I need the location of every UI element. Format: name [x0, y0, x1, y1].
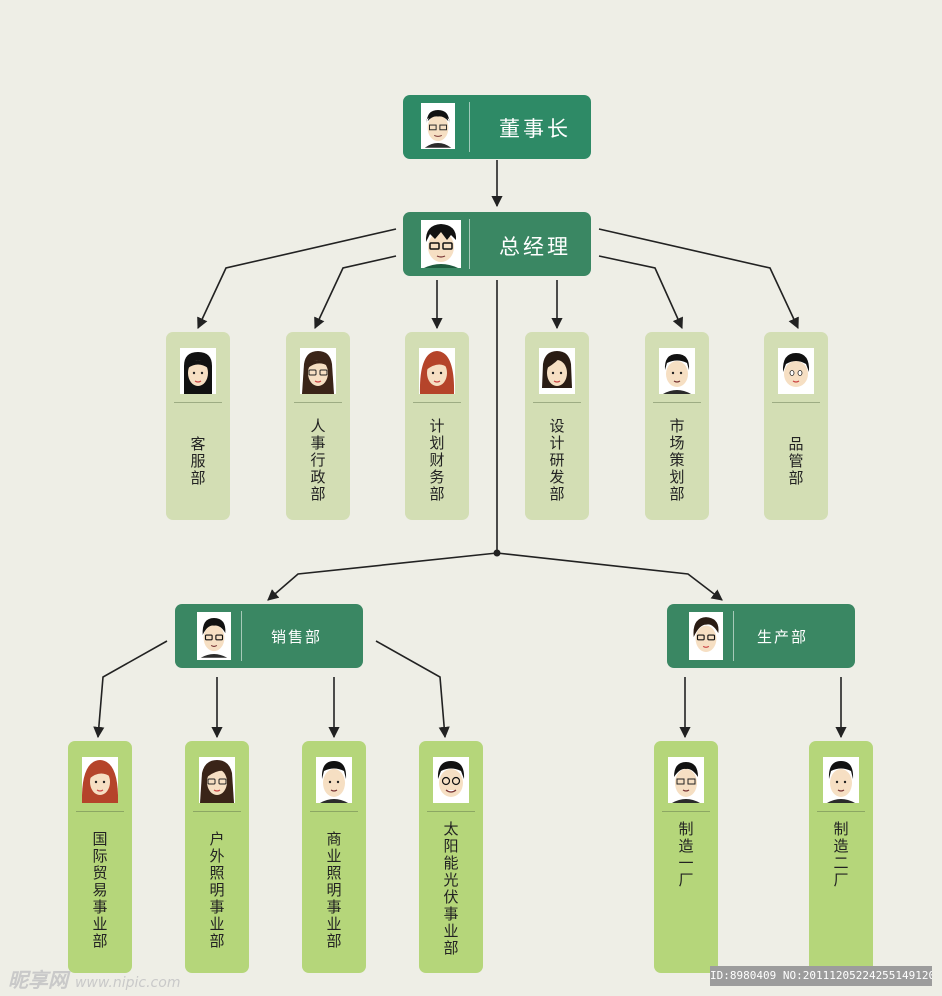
separator: [76, 811, 124, 812]
customer-service-avatar: [180, 348, 216, 394]
sales-box: 销售部: [175, 604, 363, 668]
hr-admin-avatar: [300, 348, 336, 394]
separator: [662, 811, 710, 812]
junction-dot: [493, 549, 501, 557]
general-manager-avatar: [421, 220, 461, 268]
dept-label-design-rd: 设 计 研 发 部: [549, 417, 565, 503]
factory-2-avatar: [823, 757, 859, 803]
arrow-sales-to-solar: [375, 640, 450, 739]
dept-card-planning-finance: 计 划 财 务 部: [405, 332, 469, 520]
unit-label-outdoor-lighting: 户 外 照 明 事 业 部: [209, 830, 225, 950]
unit-label-international-trade: 国 际 贸 易 事 业 部: [92, 830, 108, 950]
production-divider: [733, 611, 734, 661]
planning-finance-avatar: [419, 348, 455, 394]
chairman-title: 董事长: [499, 117, 571, 141]
general-manager-title: 总经理: [499, 235, 571, 259]
general-manager-box: 总经理: [403, 212, 591, 276]
production-title: 生产部: [757, 628, 809, 646]
watermark-brand: 昵享网 www.nipic.com: [8, 964, 180, 993]
watermark-url: www.nipic.com: [74, 975, 181, 991]
chairman-avatar: [421, 103, 455, 149]
arrow-gm-to-customer-service: [197, 228, 397, 330]
dept-card-quality-control: 品 管 部: [764, 332, 828, 520]
international-trade-avatar: [82, 757, 118, 803]
dept-card-hr-admin: 人 事 行 政 部: [286, 332, 350, 520]
production-box: 生产部: [667, 604, 855, 668]
sales-title: 销售部: [271, 628, 323, 646]
dept-label-marketing: 市 场 策 划 部: [669, 417, 685, 503]
separator: [294, 402, 342, 403]
unit-card-solar-pv: 太 阳 能 光 伏 事 业 部: [419, 741, 483, 973]
unit-card-factory-2: 制 造 二 厂: [809, 741, 873, 973]
unit-label-solar-pv: 太 阳 能 光 伏 事 业 部: [443, 820, 459, 957]
dept-card-customer-service: 客 服 部: [166, 332, 230, 520]
factory-1-avatar: [668, 757, 704, 803]
dept-label-customer-service: 客 服 部: [190, 435, 206, 487]
unit-label-factory-1: 制 造 一 厂: [678, 820, 694, 889]
general-manager-divider: [469, 219, 470, 269]
dept-label-hr-admin: 人 事 行 政 部: [310, 417, 326, 503]
arrow-gm-to-marketing: [598, 255, 683, 330]
commercial-lighting-avatar: [316, 757, 352, 803]
unit-card-factory-1: 制 造 一 厂: [654, 741, 718, 973]
outdoor-lighting-avatar: [199, 757, 235, 803]
separator: [772, 402, 820, 403]
watermark-brand-text: 昵享网: [8, 968, 68, 992]
quality-control-avatar: [778, 348, 814, 394]
chairman-divider: [469, 102, 470, 152]
dept-card-design-rd: 设 计 研 发 部: [525, 332, 589, 520]
arrow-sales-to-intl: [93, 640, 168, 739]
arrow-trunk-to-production: [496, 552, 723, 601]
arrow-gm-to-qc: [598, 228, 799, 330]
separator: [193, 811, 241, 812]
chairman-box: 董事长: [403, 95, 591, 159]
unit-label-factory-2: 制 造 二 厂: [833, 820, 849, 889]
dept-card-marketing: 市 场 策 划 部: [645, 332, 709, 520]
separator: [817, 811, 865, 812]
unit-label-commercial-lighting: 商 业 照 明 事 业 部: [326, 830, 342, 950]
unit-card-outdoor-lighting: 户 外 照 明 事 业 部: [185, 741, 249, 973]
arrow-gm-to-hr: [314, 255, 397, 330]
solar-pv-avatar: [433, 757, 469, 803]
separator: [427, 811, 475, 812]
sales-divider: [241, 611, 242, 661]
separator: [310, 811, 358, 812]
arrow-trunk-to-sales: [267, 552, 498, 601]
separator: [413, 402, 461, 403]
separator: [533, 402, 581, 403]
dept-label-planning-finance: 计 划 财 务 部: [429, 417, 445, 503]
watermark-id: ID:8980409 NO:20111205224255149120: [710, 966, 932, 986]
sales-avatar: [197, 612, 231, 660]
separator: [653, 402, 701, 403]
dept-label-quality-control: 品 管 部: [788, 435, 804, 487]
marketing-avatar: [659, 348, 695, 394]
unit-card-international-trade: 国 际 贸 易 事 业 部: [68, 741, 132, 973]
separator: [174, 402, 222, 403]
design-rd-avatar: [539, 348, 575, 394]
unit-card-commercial-lighting: 商 业 照 明 事 业 部: [302, 741, 366, 973]
production-avatar: [689, 612, 723, 660]
